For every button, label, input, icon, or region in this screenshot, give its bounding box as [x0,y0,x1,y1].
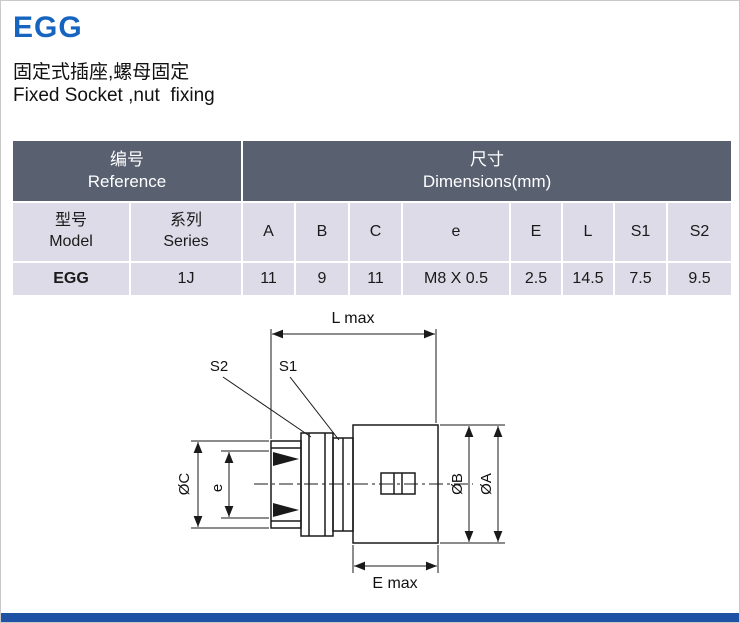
cell-dim-s1: 7.5 [613,261,668,297]
cell-dim-e: 2.5 [509,261,563,297]
spec-table: 编号 Reference 尺寸 Dimensions(mm) 型号 Model … [11,139,734,297]
cell-series: 1J [129,261,243,297]
subtitle-english: Fixed Socket ,nut fixing [13,85,215,106]
cell-dim-c: 11 [348,261,403,297]
table-group-header-row: 编号 Reference 尺寸 Dimensions(mm) [11,139,734,203]
cell-dim-b: 9 [294,261,350,297]
cell-dim-l: 14.5 [561,261,615,297]
col-header-dim-e: E [509,201,563,263]
page-title: EGG [13,11,83,44]
table-data-row: EGG 1J 11 9 11 M8 X 0.5 2.5 14.5 7.5 9.5 [11,261,734,297]
cell-dim-s2: 9.5 [665,261,734,297]
col-header-dim-b: B [294,201,350,263]
label-dia-a: ØA [478,473,495,495]
col-header-dim-s2: S2 [665,201,734,263]
footer-bar [1,613,739,622]
group-header-dimensions-cn: 尺寸 [470,149,505,169]
col-header-dim-e-thread: e [401,201,511,263]
label-s1: S1 [279,358,297,375]
col-header-model-cn: 型号 [54,212,87,230]
cell-dim-e-thread: M8 X 0.5 [401,261,511,297]
col-header-series-en: Series [163,233,209,250]
col-header-series-cn: 系列 [169,212,202,230]
label-dia-b: ØB [449,473,466,495]
col-header-series: 系列 Series [129,201,243,263]
group-header-dimensions-en: Dimensions(mm) [422,172,552,191]
label-s2: S2 [210,358,228,375]
cell-dim-a: 11 [241,261,296,297]
table-column-header-row: 型号 Model 系列 Series A B C e E L S1 S2 [11,201,734,263]
cell-model: EGG [11,261,131,297]
label-dia-c: ØC [176,473,193,496]
label-e: e [209,484,226,492]
group-header-dimensions: 尺寸 Dimensions(mm) [240,139,734,203]
connector-body [270,424,439,544]
subtitle-chinese: 固定式插座,螺母固定 [13,62,190,83]
label-e-max: E max [372,575,417,592]
dimension-labels: L max S2 S1 ØC e ØB ØA E max [176,310,495,592]
col-header-dim-s1: S1 [613,201,668,263]
dimension-lines [191,329,505,573]
col-header-dim-l: L [561,201,615,263]
group-header-reference-cn: 编号 [110,149,144,169]
connector-technical-drawing: L max S2 S1 ØC e ØB ØA E max [176,310,505,592]
col-header-model-en: Model [49,233,93,250]
col-header-model: 型号 Model [11,201,131,263]
group-header-reference: 编号 Reference [11,139,243,203]
col-header-dim-a: A [241,201,296,263]
col-header-dim-c: C [348,201,403,263]
label-l-max: L max [332,310,375,327]
group-header-reference-en: Reference [87,172,167,191]
